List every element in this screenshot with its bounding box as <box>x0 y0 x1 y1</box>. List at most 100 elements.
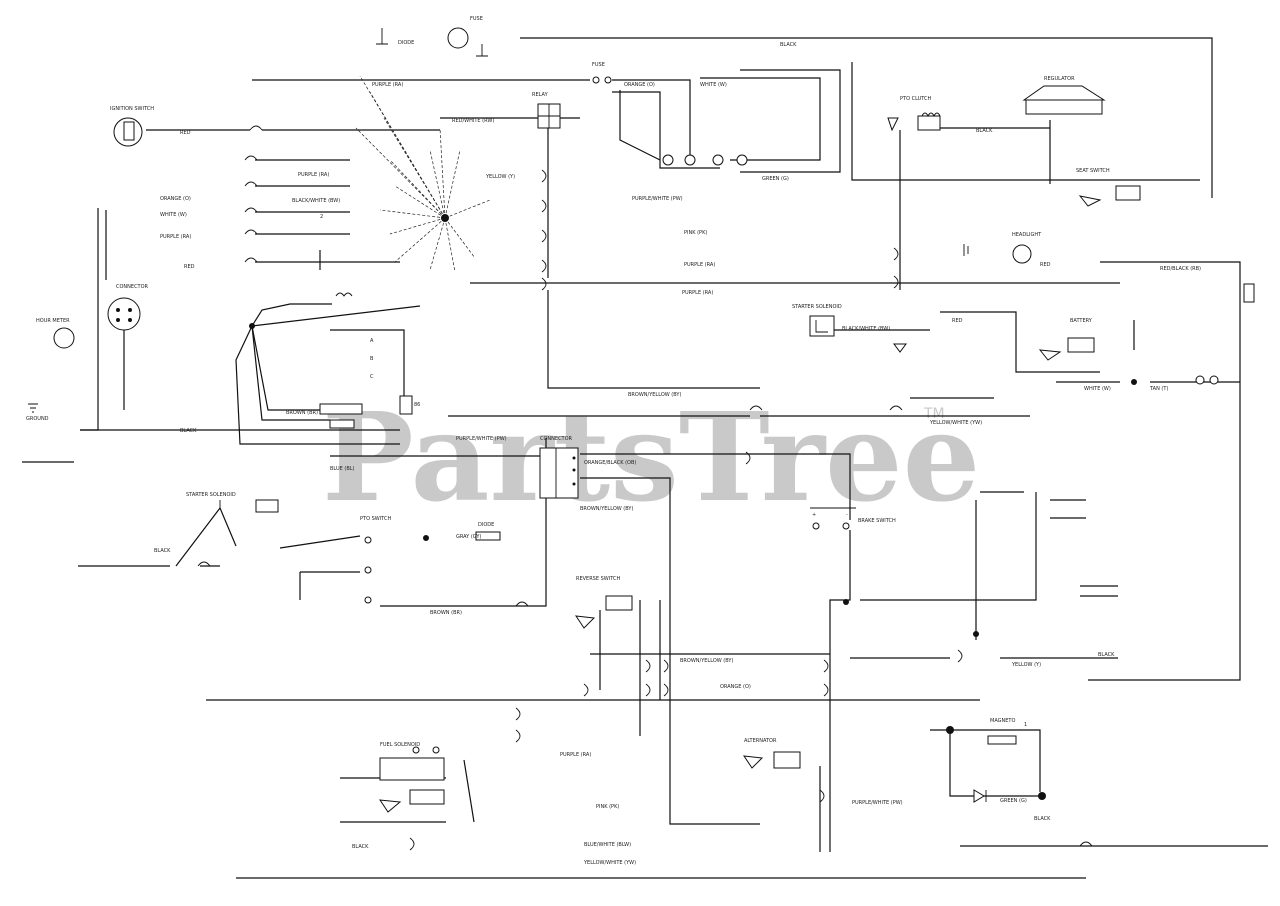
wire-label-23: BROWN/YELLOW (BY) <box>580 506 633 512</box>
fuse-inline-label: FUSE <box>592 62 605 68</box>
seat-switch: SEAT SWITCH <box>1076 168 1141 207</box>
relay-left <box>249 292 413 429</box>
battery: BATTERY <box>1038 318 1095 361</box>
wire-label-44: BLACK/WHITE (BW) <box>292 198 340 204</box>
wire-label-6: WHITE (W) <box>700 82 727 88</box>
pin-a: A <box>370 338 374 344</box>
wire-label-12: GREEN (G) <box>762 176 789 182</box>
reverse-switch-label: REVERSE SWITCH <box>576 576 620 582</box>
pin-one: 1 <box>1024 722 1027 728</box>
fuse-top-label: FUSE <box>470 16 483 22</box>
fuse-inline-top: FUSE <box>592 62 612 84</box>
fuse-right <box>1131 375 1219 385</box>
wire-label-4: BLACK <box>780 42 797 48</box>
ignition-switch-label: IGNITION SWITCH <box>110 106 154 112</box>
fuse-top: FUSE <box>447 16 488 57</box>
ground-symbol-left: GROUND <box>26 403 49 422</box>
wire-label-7: YELLOW (Y) <box>485 174 515 180</box>
ignition-switch: IGNITION SWITCH <box>110 106 154 147</box>
pin-neg: - <box>846 512 848 518</box>
dot-mid-left <box>423 535 429 541</box>
splice-star <box>355 75 491 273</box>
wire-label-39: GREEN (G) <box>1000 798 1027 804</box>
central-connector-label: CONNECTOR <box>540 436 573 442</box>
wire-label-8: PURPLE/WHITE (PW) <box>632 196 683 202</box>
wire-label-31: ORANGE (O) <box>720 684 751 690</box>
wire-label-19: WHITE (W) <box>1084 386 1111 392</box>
wire-label-2: PURPLE (RA) <box>372 82 403 88</box>
wire-label-18: RED <box>952 318 963 324</box>
capacitor-label: MAGNETO <box>990 718 1015 724</box>
wire-label-47: PURPLE (RA) <box>160 234 191 240</box>
diode-top-label: DIODE <box>398 40 414 46</box>
wire-label-35: BLUE/WHITE (BLW) <box>584 842 631 848</box>
wire-label-41: BLACK <box>1098 652 1115 658</box>
relay-block: RELAY <box>532 92 561 129</box>
wire-labels: RED PURPLE (RA) RED/WHITE (RW) BLACK ORA… <box>154 42 1201 866</box>
alternator: ALTERNATOR <box>742 738 801 769</box>
regulator: REGULATOR <box>1022 76 1106 115</box>
diode-top: DIODE <box>376 28 414 46</box>
relay-block-label: RELAY <box>532 92 549 98</box>
starter-solenoid-label: STARTER SOLENOID <box>792 304 842 310</box>
solenoid-lower-left-label: STARTER SOLENOID <box>186 492 236 498</box>
watermark-text: PartsTree <box>322 385 980 529</box>
wire-label-21: PURPLE/WHITE (PW) <box>456 436 507 442</box>
wire-label-17: BLACK/WHITE (BW) <box>842 326 890 332</box>
wire-label-45: ORANGE (O) <box>160 196 191 202</box>
pin-c: C <box>370 374 374 380</box>
wire-label-9: PINK (PK) <box>684 230 707 236</box>
wire-label-30: BROWN/YELLOW (BY) <box>680 658 733 664</box>
pto-switch-label: PTO SWITCH <box>360 516 391 522</box>
wire-label-11: PURPLE (RA) <box>682 290 713 296</box>
pin-86: 86 <box>414 402 420 408</box>
wire-label-43: PURPLE (RA) <box>298 172 329 178</box>
alternator-label: ALTERNATOR <box>744 738 777 744</box>
pin-b: B <box>370 356 374 362</box>
wire-label-26: BLUE (BL) <box>330 466 355 472</box>
wire-bundle-top <box>22 37 1241 681</box>
watermark-trademark: TM <box>923 406 945 422</box>
battery-label: BATTERY <box>1070 318 1093 324</box>
terminal-row-top <box>662 154 748 166</box>
wire-crossovers <box>197 125 1093 851</box>
ground-symbol-mid <box>893 343 907 353</box>
brake-switch: BRAKE SWITCH <box>810 507 896 530</box>
central-connector: CONNECTOR <box>539 436 579 499</box>
wire-label-1: RED <box>180 130 191 136</box>
wire-label-5: ORANGE (O) <box>624 82 655 88</box>
wire-label-15: RED/BLACK (RB) <box>1160 266 1201 272</box>
wire-label-32: YELLOW (Y) <box>1011 662 1041 668</box>
wire-label-33: PURPLE (RA) <box>560 752 591 758</box>
wire-label-29: BROWN (BR) <box>430 610 462 616</box>
wire-label-10: PURPLE (RA) <box>684 262 715 268</box>
wire-label-25: BROWN (BR) <box>286 410 318 416</box>
wire-label-28: GRAY (GY) <box>456 534 481 540</box>
capacitor: MAGNETO <box>946 718 1046 803</box>
wire-label-42: RED <box>184 264 195 270</box>
key-switch-connector: CONNECTOR <box>107 284 149 331</box>
diode-mid-label: DIODE <box>478 522 494 528</box>
ground-symbol-right <box>963 244 969 256</box>
wire-label-38: BLACK <box>352 844 369 850</box>
pin-two: 2 <box>320 214 323 220</box>
ground-label-left: GROUND <box>26 416 49 422</box>
pto-clutch-top: PTO CLUTCH <box>887 96 941 132</box>
pin-pos: + <box>812 512 816 518</box>
wire-label-34: PINK (PK) <box>596 804 619 810</box>
wire-label-13: BLACK <box>976 128 993 134</box>
reverse-switch: REVERSE SWITCH <box>574 576 633 629</box>
wire-label-37: PURPLE/WHITE (PW) <box>852 800 903 806</box>
brake-switch-label: BRAKE SWITCH <box>858 518 896 524</box>
diode-mid: DIODE <box>475 522 501 541</box>
key-switch-label: CONNECTOR <box>116 284 149 290</box>
wire-label-27: BLACK <box>154 548 171 554</box>
wire-label-14: RED <box>1040 262 1051 268</box>
headlight-label: HEADLIGHT <box>1012 232 1042 238</box>
hour-meter: HOUR METER <box>36 318 75 349</box>
solenoid-lower-left: STARTER SOLENOID <box>186 492 279 513</box>
pto-clutch-right <box>843 599 979 637</box>
wire-bundle-middle <box>235 303 1240 852</box>
fuel-solenoid: FUEL SOLENOID <box>378 742 445 813</box>
